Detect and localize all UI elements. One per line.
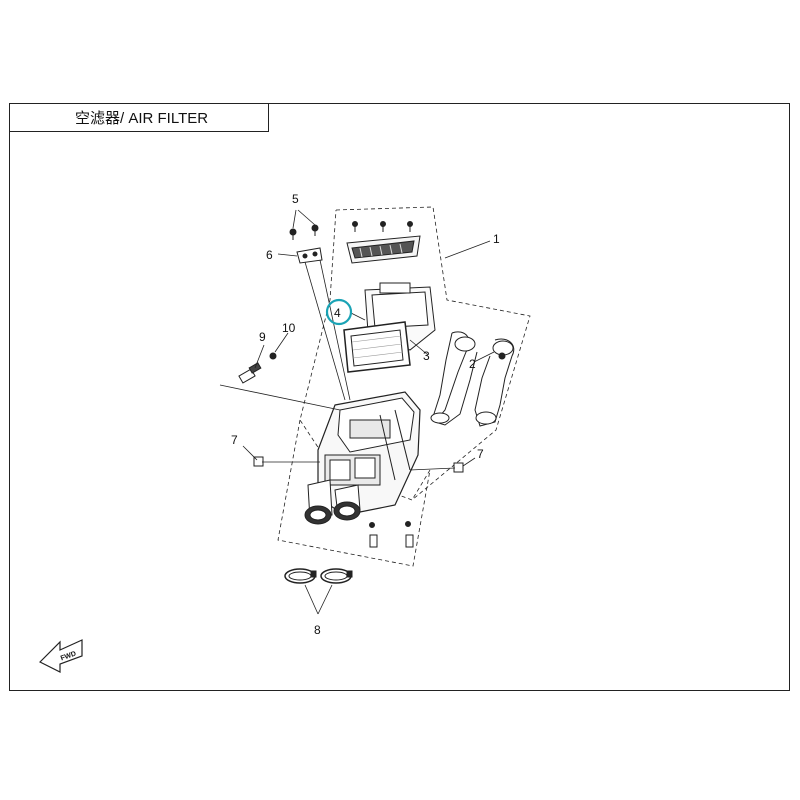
group-outline-lower [277,419,431,567]
callout-6: 6 [266,248,273,262]
diagram-frame [9,103,790,691]
callout-7-left: 7 [231,433,238,447]
filter-cover-grille [346,235,421,264]
filter-housing-frame [364,282,436,351]
title-box [9,103,269,132]
intake-duct-2 [474,338,515,427]
leader-lines [219,209,495,615]
hose-clamps-8 [284,568,353,584]
callout-4-highlight [325,298,353,326]
callout-1: 1 [493,232,500,246]
lower-fasteners [369,521,414,548]
callout-2: 2 [469,357,476,371]
callout-4: 4 [334,306,341,320]
callout-8: 8 [314,623,321,637]
callout-7-right: 7 [477,447,484,461]
screws-5 [289,224,319,240]
diagram-title: 空滤器/ AIR FILTER [75,110,209,127]
filter-element [343,321,411,373]
callout-10: 10 [282,321,296,335]
airbox-body [317,391,421,516]
sensor-9 [238,362,262,384]
nut-7-left [253,456,264,467]
intake-duct-3 [430,331,478,426]
bolt-10 [269,352,277,360]
callout-9: 9 [259,330,266,344]
nut-7-right [453,462,464,473]
callout-3: 3 [423,349,430,363]
airbox-outlets [304,479,361,525]
screw-set-top [352,221,413,232]
callout-5: 5 [292,192,299,206]
forward-direction-arrow [38,639,83,673]
bracket-6 [296,247,323,264]
